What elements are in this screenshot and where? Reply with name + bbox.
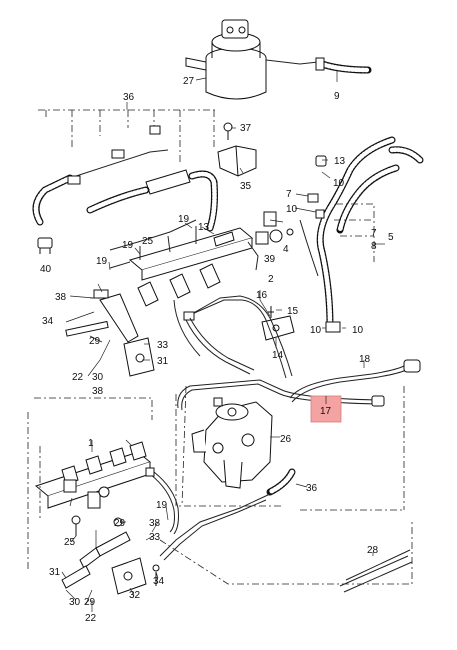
clip-40 xyxy=(37,237,53,254)
bolt-25-lower xyxy=(71,515,81,536)
callout-1: 1 xyxy=(88,438,94,449)
callout-10-mid: 10 xyxy=(286,204,298,215)
cable-ties-28 xyxy=(339,549,413,593)
bracket-group-1 xyxy=(27,397,153,570)
injector-lower xyxy=(79,517,131,569)
callout-29-bottom: 29 xyxy=(114,518,126,529)
callout-33-top: 33 xyxy=(157,340,169,351)
callout-15: 15 xyxy=(287,306,299,317)
callout-13-right: 13 xyxy=(334,156,346,167)
callout-18: 18 xyxy=(359,354,371,365)
callout-29-top: 29 xyxy=(89,336,101,347)
callout-34: 34 xyxy=(42,316,54,327)
fuel-filter-housing xyxy=(185,19,319,100)
callout-10-right-b: 10 xyxy=(352,325,364,336)
lower-frame xyxy=(159,520,413,585)
callout-25-top: 25 xyxy=(142,236,154,247)
leader-lines xyxy=(61,70,385,612)
callout-30-bottom: 30 xyxy=(69,597,81,608)
callout-27: 27 xyxy=(183,76,195,87)
bolt-37 xyxy=(223,122,233,140)
callout-labels: 27 9 36 37 35 13 10 7 10 7 8 5 4 19 13 1… xyxy=(40,76,394,624)
high-pressure-line-cluster xyxy=(173,299,255,375)
callout-36-bottom: 36 xyxy=(306,483,318,494)
callout-38-mid: 38 xyxy=(92,386,104,397)
callout-16: 16 xyxy=(256,290,268,301)
callout-40: 40 xyxy=(40,264,52,275)
callout-36-top: 36 xyxy=(123,92,135,103)
callout-30-top: 30 xyxy=(92,372,104,383)
callout-28: 28 xyxy=(367,545,379,556)
callout-19-bottom: 19 xyxy=(156,500,168,511)
callout-22-top: 22 xyxy=(72,372,84,383)
callout-8: 8 xyxy=(371,241,377,252)
callout-31-bottom: 31 xyxy=(49,567,61,578)
clamp-lower-32 xyxy=(111,557,147,595)
callout-7-lower: 7 xyxy=(371,228,377,239)
callout-19-mid: 19 xyxy=(96,256,108,267)
bolt-33-lower xyxy=(152,564,160,586)
callout-9: 9 xyxy=(334,91,340,102)
bolt-15 xyxy=(268,306,274,318)
callout-13-mid: 13 xyxy=(198,222,210,233)
clamp-32 xyxy=(123,337,155,377)
bracket-group-8 xyxy=(334,203,375,262)
fuel-line-upper xyxy=(32,125,218,232)
callout-2: 2 xyxy=(268,274,274,285)
callout-7-upper: 7 xyxy=(286,189,292,200)
high-pressure-line-16 xyxy=(183,295,293,379)
bracket-group-36 xyxy=(38,109,216,162)
callout-26: 26 xyxy=(280,434,292,445)
callout-22-bottom: 22 xyxy=(85,613,97,624)
callout-34-bottom: 34 xyxy=(153,576,165,587)
bracket-35 xyxy=(217,145,257,177)
callout-38-top: 38 xyxy=(55,292,67,303)
fuel-line-19-lower xyxy=(145,467,179,535)
callout-14: 14 xyxy=(272,350,284,361)
injector-row-upper xyxy=(137,263,221,307)
callout-10-right-a: 10 xyxy=(310,325,322,336)
callout-32-bottom: 32 xyxy=(129,590,141,601)
seal-29 xyxy=(65,320,109,337)
fuel-rail-lower xyxy=(34,441,152,509)
highlight-box-17 xyxy=(310,395,342,423)
seal-lower-31 xyxy=(61,565,91,589)
callout-39: 39 xyxy=(264,254,276,265)
hose-assembly-5 xyxy=(299,136,424,333)
callout-33-bottom: 33 xyxy=(149,532,161,543)
callout-10-upper: 10 xyxy=(333,178,345,189)
return-hose-9 xyxy=(315,57,372,74)
callout-29-bottom-b: 29 xyxy=(84,597,96,608)
callout-19-left: 19 xyxy=(122,240,134,251)
bracket-14 xyxy=(261,315,295,341)
callout-19-top: 19 xyxy=(178,214,190,225)
callout-5: 5 xyxy=(388,232,394,243)
high-pressure-line-17 xyxy=(177,379,385,411)
callout-25-bottom: 25 xyxy=(64,537,76,548)
high-pressure-pump-26 xyxy=(191,397,273,489)
callout-38-bottom: 38 xyxy=(149,518,161,529)
high-pressure-line-18 xyxy=(289,359,421,403)
callout-35: 35 xyxy=(240,181,252,192)
callout-17: 17 xyxy=(320,406,332,417)
callout-37: 37 xyxy=(240,123,252,134)
pump-frame xyxy=(175,385,405,511)
callout-4: 4 xyxy=(283,244,289,255)
leakoff-line xyxy=(213,231,259,271)
callout-31-top: 31 xyxy=(157,356,169,367)
